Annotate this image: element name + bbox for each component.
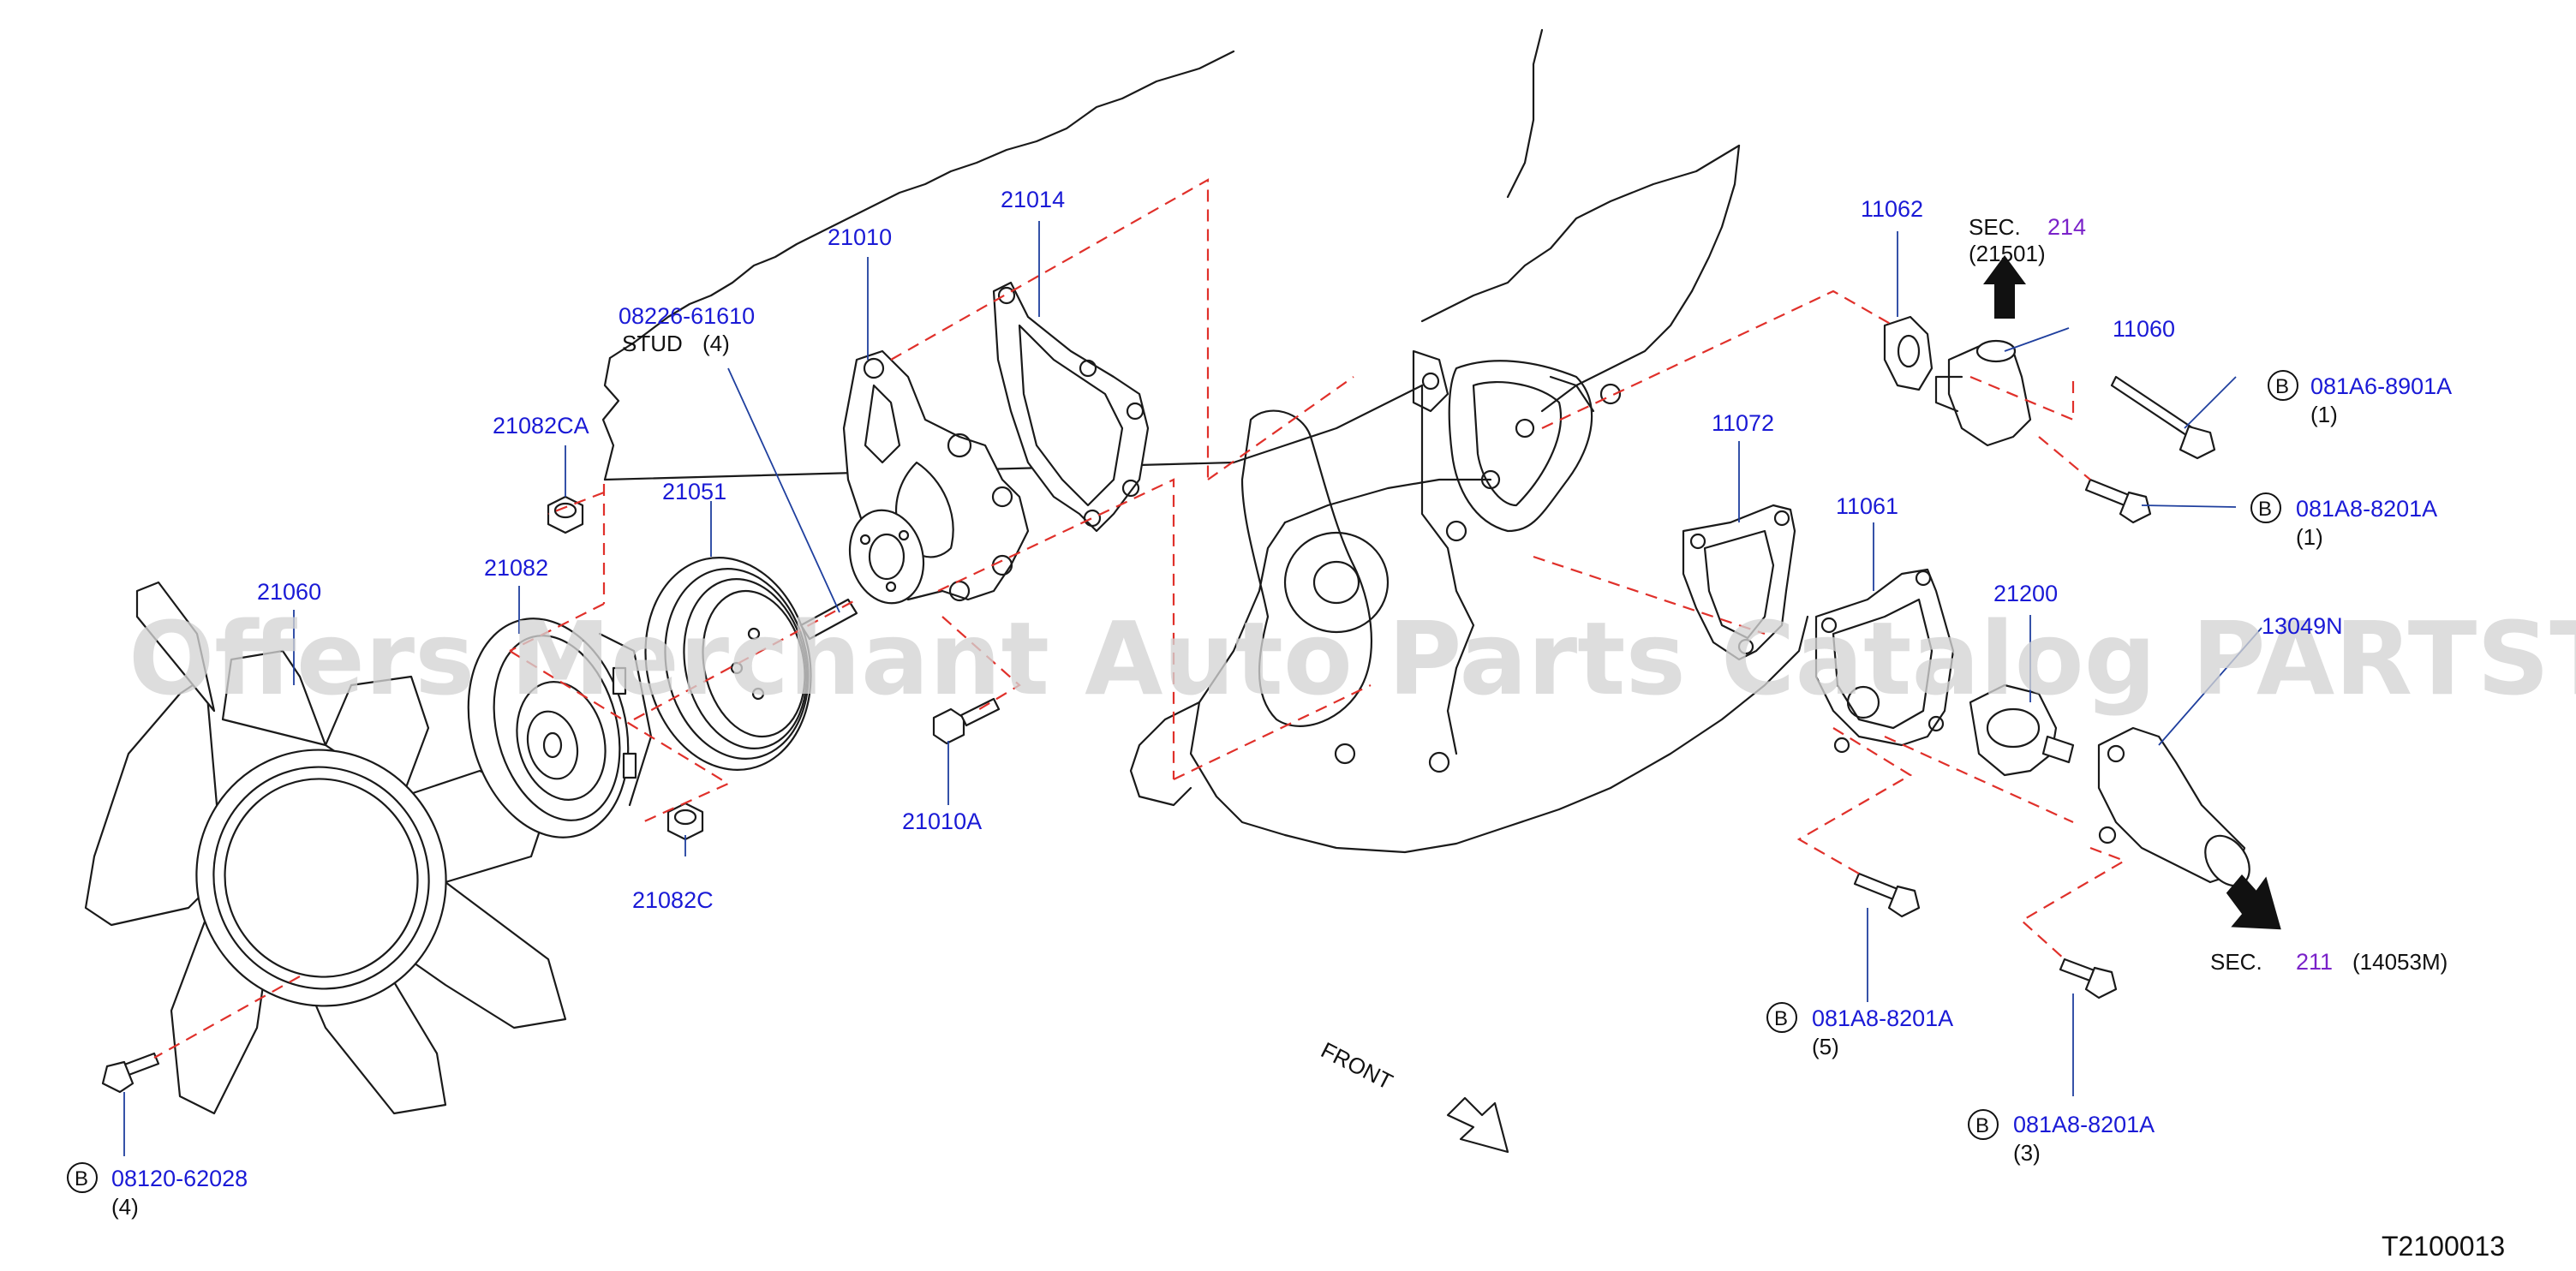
sec-bottom-number[interactable]: 211: [2296, 949, 2333, 975]
svg-text:081A6-8901A: 081A6-8901A: [2310, 373, 2452, 399]
label-11072[interactable]: 11072: [1712, 410, 1774, 436]
label-13049N[interactable]: 13049N: [2262, 613, 2343, 639]
thermostat-housing: [2097, 726, 2250, 887]
water-outlet: [1934, 339, 2032, 447]
label-21010[interactable]: 21010: [828, 224, 892, 250]
svg-text:(1): (1): [2296, 524, 2323, 550]
up-arrow: [1983, 255, 2026, 319]
stud: [799, 598, 858, 641]
down-right-arrow: [2226, 874, 2281, 930]
sec-top-ref: (21501): [1969, 241, 2046, 266]
front-arrow: [1446, 1096, 1509, 1154]
svg-text:B: B: [1774, 1007, 1788, 1030]
label-21082C[interactable]: 21082C: [632, 887, 714, 913]
svg-text:B: B: [75, 1167, 88, 1190]
bolt-081A8-8201A-bottom: [2059, 958, 2118, 999]
gasket-11072: [1682, 504, 1796, 661]
label-21051[interactable]: 21051: [662, 479, 726, 504]
stud-label: STUD: [622, 331, 683, 356]
callout-081A8-8201A-bottom[interactable]: B 081A8-8201A (3): [1968, 1109, 2155, 1166]
callout-08120-62028[interactable]: B 08120-62028 (4): [67, 1162, 248, 1220]
svg-text:(4): (4): [111, 1194, 139, 1220]
sec-bottom-label: SEC.: [2210, 949, 2262, 975]
callout-081A6-8901A[interactable]: B 081A6-8901A (1): [2268, 370, 2452, 427]
label-08226-61610[interactable]: 08226-61610: [619, 303, 755, 329]
stud-qty: (4): [702, 331, 730, 356]
svg-text:08120-62028: 08120-62028: [111, 1166, 248, 1191]
svg-text:(5): (5): [1812, 1034, 1839, 1059]
svg-text:(1): (1): [2310, 402, 2338, 427]
assembly-lines: [153, 178, 2127, 1059]
label-21060[interactable]: 21060: [257, 579, 321, 605]
sec-top-label: SEC.: [1969, 214, 2021, 240]
label-11062[interactable]: 11062: [1861, 196, 1923, 222]
engine-block: [601, 28, 1809, 854]
water-pump-gasket: [992, 281, 1150, 533]
svg-text:(3): (3): [2013, 1140, 2041, 1166]
gasket-11062: [1883, 315, 1933, 391]
sec-top-number[interactable]: 214: [2047, 214, 2086, 240]
bolt-08120-62028: [101, 1052, 160, 1094]
water-pump: [842, 349, 1030, 605]
bolt-081A8-8201A-mid: [1853, 872, 1921, 918]
watermark: Offers Merchant Auto Parts Catalog PARTS…: [129, 600, 2576, 718]
label-11061[interactable]: 11061: [1836, 493, 1898, 519]
pulley: [644, 557, 812, 771]
svg-text:081A8-8201A: 081A8-8201A: [2013, 1112, 2155, 1137]
label-21010A[interactable]: 21010A: [902, 809, 982, 834]
svg-text:B: B: [2258, 498, 2272, 521]
cooling-fan: [84, 581, 567, 1115]
diagram-reference: T2100013: [2382, 1231, 2505, 1262]
bolt-21010A: [932, 697, 1001, 745]
thermostat: [1969, 683, 2075, 777]
label-21082CA[interactable]: 21082CA: [493, 413, 589, 439]
label-21200[interactable]: 21200: [1993, 581, 2058, 606]
svg-text:B: B: [2275, 375, 2289, 398]
label-21082[interactable]: 21082: [484, 555, 548, 581]
bolt-081A6-8901A: [2110, 375, 2216, 460]
fan-clutch: [467, 618, 653, 838]
label-21014[interactable]: 21014: [1001, 187, 1065, 212]
label-11060[interactable]: 11060: [2113, 316, 2175, 342]
bolt-081A8-8201A-top: [2084, 478, 2152, 524]
svg-text:081A8-8201A: 081A8-8201A: [2296, 496, 2437, 522]
water-inlet-housing: [1814, 568, 1955, 754]
leader-lines: [123, 221, 2262, 1156]
svg-text:B: B: [1975, 1114, 1989, 1137]
sec-bottom-ref: (14053M): [2352, 949, 2447, 975]
callout-081A8-8201A-mid[interactable]: B 081A8-8201A (5): [1766, 1002, 1953, 1059]
svg-text:081A8-8201A: 081A8-8201A: [1812, 1005, 1953, 1031]
front-label: FRONT: [1317, 1037, 1397, 1095]
callout-081A8-8201A-top[interactable]: B 081A8-8201A (1): [2250, 492, 2437, 550]
